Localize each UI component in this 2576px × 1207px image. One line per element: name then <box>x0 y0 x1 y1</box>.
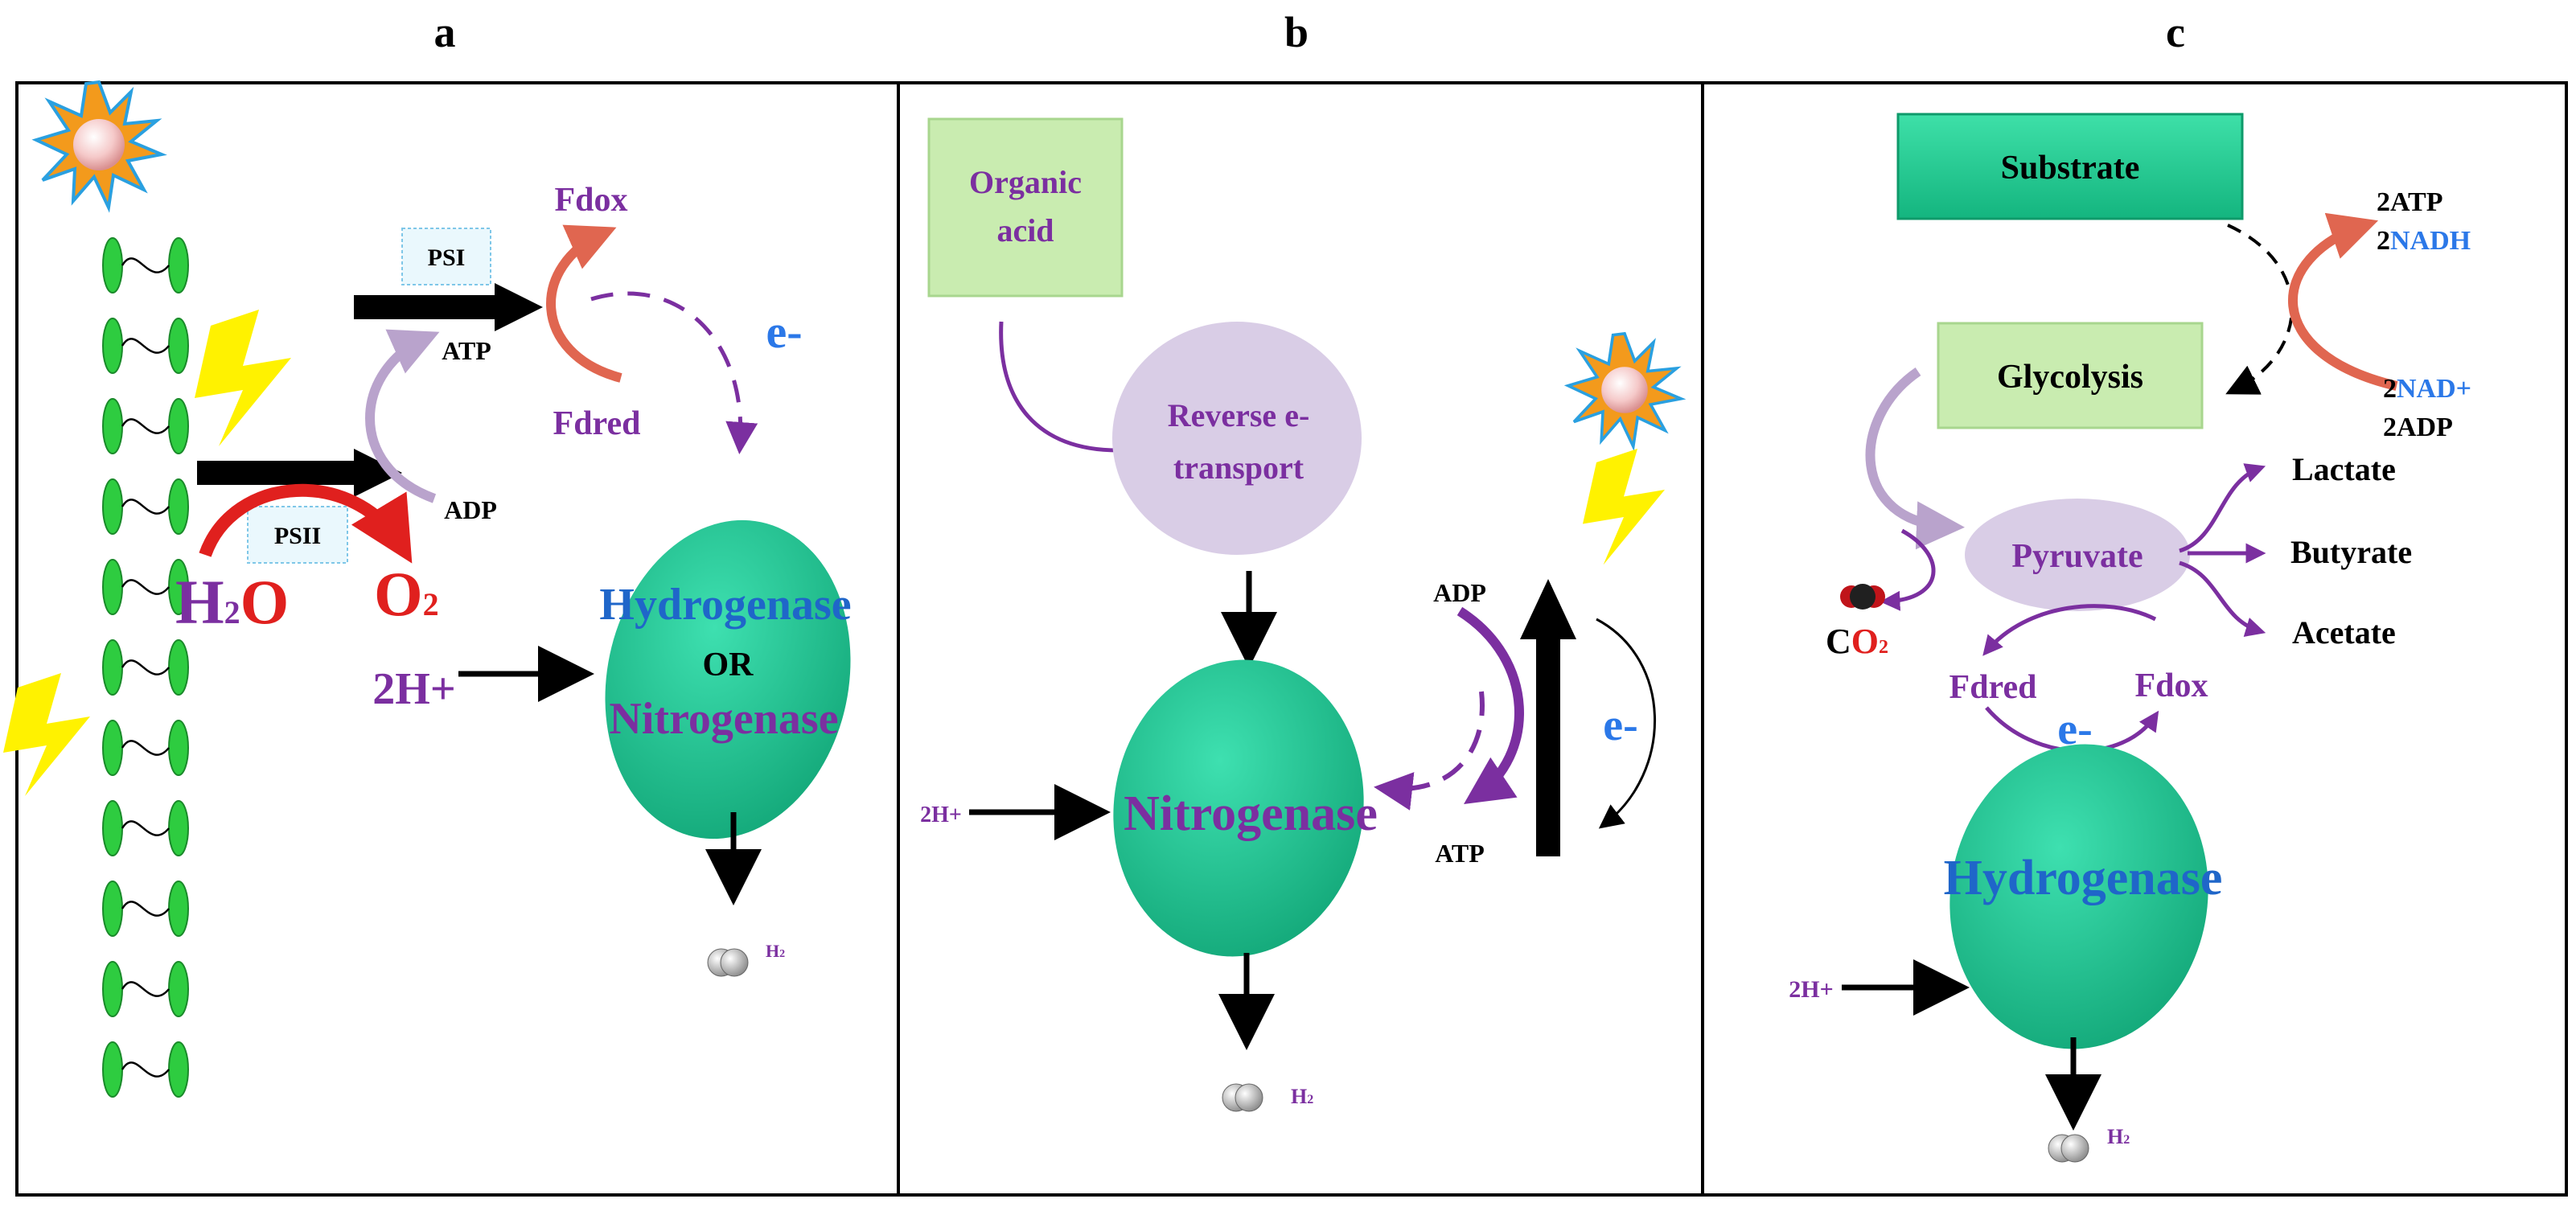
atp-synthesis-arrow <box>365 329 440 503</box>
panel-letter-b: b <box>1284 8 1309 56</box>
hydrogen-molecule-icon <box>1222 1083 1263 1112</box>
panel-letter-a: a <box>434 8 456 56</box>
electron-flow-arrowhead <box>354 449 402 497</box>
nitrogenase-label: Nitrogenase <box>1124 786 1378 841</box>
oxygen-formula: O2 <box>374 559 439 629</box>
substrate-box <box>1896 113 2244 220</box>
adp-input-label: 2ADP <box>2383 413 2453 442</box>
thylakoid-membrane <box>101 237 190 1098</box>
water-splitting-arrow <box>199 484 413 564</box>
electron-cycle-arrow <box>1596 618 1657 829</box>
proton-label: 2H+ <box>372 664 455 714</box>
organic-acid-label-line1: Organic <box>969 164 1082 200</box>
or-label: OR <box>703 647 754 684</box>
psi-label-box <box>401 228 491 285</box>
sun-icon <box>35 80 163 209</box>
sun-icon <box>1567 331 1682 449</box>
co2-molecule-icon <box>1840 584 1885 610</box>
nitrogenase-enzyme <box>1113 659 1364 957</box>
glycolysis-label: Glycolysis <box>1997 359 2143 396</box>
water-formula: H2O <box>175 567 289 637</box>
hydrogen-formula: H2 <box>766 941 785 961</box>
psi-label: PSI <box>428 244 466 271</box>
substrate-to-glycolysis-arrow <box>2225 224 2294 395</box>
nitrogenase-label: Nitrogenase <box>609 694 838 744</box>
nadh-yield-label: 2NADH <box>2377 226 2471 256</box>
atp-yield-label: 2ATP <box>2377 187 2442 217</box>
atp-label: ATP <box>1435 839 1485 868</box>
outer-frame <box>15 81 2568 1197</box>
atp-label: ATP <box>442 336 491 365</box>
acetate-arrow <box>2179 560 2266 637</box>
lightning-bolt-icon <box>195 310 291 446</box>
lactate-arrow <box>2179 463 2266 553</box>
hydrogenase-enzyme <box>1949 744 2208 1049</box>
fdox-label: Fdox <box>554 182 627 219</box>
fdred-label: Fdred <box>553 405 641 442</box>
electron-flow-arrowhead <box>495 283 543 331</box>
electron-label: e- <box>1603 700 1638 750</box>
energy-cofactor-arrow <box>2287 212 2398 391</box>
co2-release-arrow <box>1880 528 1936 611</box>
psii-label-box <box>247 506 348 564</box>
hydrogenase-label: Hydrogenase <box>599 580 851 630</box>
ferredoxin-oxidation-arrow <box>1982 604 2157 656</box>
adp-label: ADP <box>444 495 497 524</box>
panel-b: Organic acid Reverse e- transport Nitrog… <box>920 117 1682 1112</box>
glycolysis-to-pyruvate-arrow <box>1865 367 1965 550</box>
butyrate-label: Butyrate <box>2290 534 2412 570</box>
hydrogen-formula: H2 <box>2107 1125 2130 1148</box>
energy-transfer-arrow <box>1374 691 1485 811</box>
reverse-transport-label-line1: Reverse e- <box>1168 397 1310 433</box>
reverse-electron-transport <box>1112 322 1362 555</box>
lightning-bolt-icon <box>1583 449 1665 565</box>
reverse-transport-label-line2: transport <box>1173 450 1304 486</box>
hydrogen-molecule-icon <box>707 948 749 977</box>
adp-label: ADP <box>1433 578 1486 607</box>
electron-transfer-arrow <box>590 291 758 454</box>
fdred-label: Fdred <box>1949 669 2037 706</box>
proton-label: 2H+ <box>1789 976 1833 1003</box>
co2-formula: CO2 <box>1826 622 1888 661</box>
organic-acid-label-line2: acid <box>996 212 1054 248</box>
hydrogen-formula: H2 <box>1291 1085 1313 1108</box>
atp-synthesis-arrow <box>1456 606 1524 805</box>
nad-input-label: 2NAD+ <box>2383 374 2471 404</box>
fdox-label: Fdox <box>2134 667 2208 704</box>
hydrogenase-nitrogenase-enzyme <box>605 519 851 840</box>
psii-label: PSII <box>274 523 321 549</box>
organic-acid-connector <box>999 321 1119 453</box>
pyruvate-label: Pyruvate <box>2011 538 2143 575</box>
panel-a: PSII PSI Fdox Fdred e- ATP ADP H2O O2 Hy… <box>2 80 852 1098</box>
hydrogen-molecule-icon <box>2048 1134 2089 1163</box>
electron-label: e- <box>766 306 802 358</box>
hydrogenase-label: Hydrogenase <box>1944 851 2223 905</box>
panel-c: Substrate Glycolysis 2ATP 2NADH 2NAD+ 2A… <box>1789 113 2471 1163</box>
pyruvate-node <box>1965 499 2190 611</box>
proton-label: 2H+ <box>920 803 962 827</box>
substrate-label: Substrate <box>2001 150 2140 187</box>
ferredoxin-arrow <box>546 224 622 383</box>
glycolysis-box <box>1937 322 2204 429</box>
acetate-label: Acetate <box>2292 614 2396 651</box>
proton-gradient-arrowhead <box>1520 579 1576 639</box>
lactate-label: Lactate <box>2292 451 2396 487</box>
organic-acid-box <box>927 117 1124 298</box>
panel-letter-c: c <box>2166 8 2185 56</box>
